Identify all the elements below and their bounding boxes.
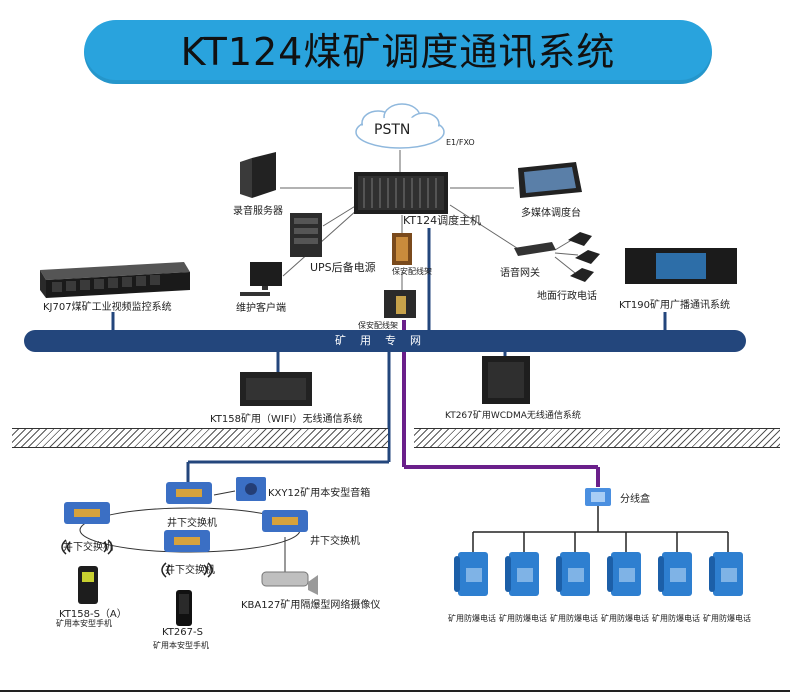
junction-box-label: 分线盒 <box>620 494 650 505</box>
switch-right-icon <box>262 510 308 532</box>
recorder-label: 录音服务器 <box>233 206 283 217</box>
speaker-box-icon <box>236 477 266 501</box>
recorder-server-icon <box>240 152 276 198</box>
camera-label: KBA127矿用隔爆型网络摄像仪 <box>241 600 381 611</box>
bus-connectors <box>111 228 667 482</box>
voice-gateway-icon <box>514 242 556 256</box>
kt158s-model-label: KT158-S（A） <box>59 609 127 620</box>
explosion-phone-label-4: 矿用防爆电话 <box>601 614 649 623</box>
switch-right-label: 井下交换机 <box>310 536 360 547</box>
kt190-broadcast-icon <box>625 248 737 284</box>
pstn-label: PSTN <box>374 122 411 138</box>
kt158-wifi-label: KT158矿用（WIFI）无线通信系统 <box>210 414 363 425</box>
multimedia-label: 多媒体调度台 <box>521 208 581 219</box>
e1-fxo-label: E1/FXO <box>446 138 475 147</box>
kt267s-model-label: KT267-S <box>162 627 203 638</box>
phone-tree-lines <box>472 505 729 552</box>
bus-label: 矿用专网 <box>335 334 435 347</box>
explosion-phone-icon-4 <box>607 552 641 596</box>
pstn-cloud-icon <box>355 103 445 149</box>
explosion-phone-label-3: 矿用防爆电话 <box>550 614 598 623</box>
ground-strip-left <box>12 428 388 448</box>
mining-network-bus <box>24 330 746 352</box>
switch-device-icons <box>64 482 308 552</box>
switch-left-label: 井下交换机 <box>63 542 113 553</box>
maintenance-label: 维护客户端 <box>236 303 286 314</box>
switch-top-icon <box>166 482 212 504</box>
kj707-label: KJ707煤矿工业视频监控系统 <box>43 302 172 313</box>
maintenance-pc-icon <box>240 262 282 296</box>
wireless-signal-icons <box>61 539 213 578</box>
ups-label: UPS后备电源 <box>310 261 376 274</box>
kt267-wcdma-label: KT267矿用WCDMA无线通信系统 <box>445 411 581 421</box>
protection-frame-icon-1 <box>392 233 412 265</box>
kt190-label: KT190矿用广播通讯系统 <box>619 300 730 311</box>
multimedia-console-icon <box>518 162 582 198</box>
protection-frame-icon-2 <box>384 290 416 318</box>
kt158-wifi-base-icon <box>240 372 312 406</box>
explosion-phone-label-6: 矿用防爆电话 <box>703 614 751 623</box>
voice-gateway-label: 语音网关 <box>500 268 540 279</box>
switch-top-label: 井下交换机 <box>167 518 217 529</box>
explosion-phone-icon-2 <box>505 552 539 596</box>
explosion-phone-label-2: 矿用防爆电话 <box>499 614 547 623</box>
protect-frame-2-label: 保安配线架 <box>358 321 398 330</box>
camera-icon <box>261 571 318 595</box>
ups-icon <box>290 213 322 257</box>
bottom-rule <box>0 690 790 692</box>
switch-bottom-label: 井下交换机 <box>165 565 215 576</box>
explosion-phone-icon-6 <box>709 552 743 596</box>
ground-strip-right <box>414 428 780 448</box>
kt158s-desc-label: 矿用本安型手机 <box>56 619 112 628</box>
explosion-phone-label-5: 矿用防爆电话 <box>652 614 700 623</box>
switch-bottom-icon <box>164 530 210 552</box>
host-label: KT124调度主机 <box>403 214 482 227</box>
junction-box-icon <box>585 488 611 506</box>
handset-icons <box>78 566 192 626</box>
page-title: KT124煤矿调度通讯系统 <box>180 30 616 74</box>
explosion-phone-icon-1 <box>454 552 488 596</box>
title-banner <box>84 20 712 84</box>
ring-branch-lines <box>213 490 286 572</box>
kt267s-desc-label: 矿用本安型手机 <box>153 641 209 650</box>
explosion-phone-icon-5 <box>658 552 692 596</box>
explosion-phone-label-1: 矿用防爆电话 <box>448 614 496 623</box>
admin-phone-label: 地面行政电话 <box>537 291 597 302</box>
admin-phone-icons <box>568 232 600 282</box>
kt124-host-icon <box>354 172 448 214</box>
speaker-box-label: KXY12矿用本安型音箱 <box>268 488 371 499</box>
protect-frame-1-label: 保安配线架 <box>392 267 432 276</box>
kt267-cabinet-icon <box>482 356 530 404</box>
explosion-phone-icons <box>454 552 743 596</box>
switch-left-icon <box>64 502 110 524</box>
kj707-server-icon <box>40 262 190 298</box>
explosion-phone-icon-3 <box>556 552 590 596</box>
